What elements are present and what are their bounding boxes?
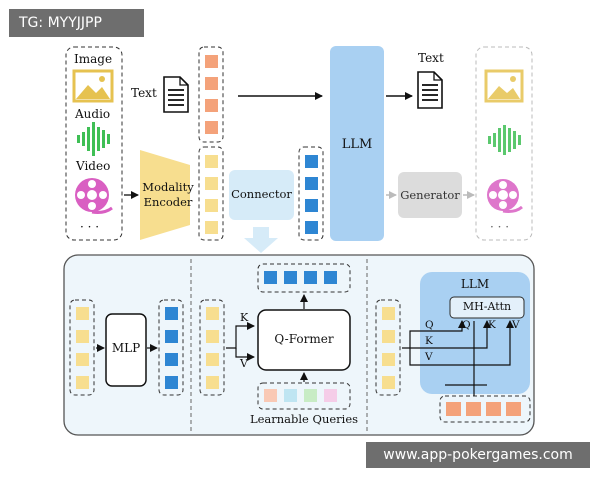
text-token-column [198, 46, 224, 143]
label-video: Video [76, 159, 111, 173]
llm-query-token-row [439, 395, 531, 423]
output-image-icon [484, 69, 524, 103]
label-qformer: Q-Former [274, 332, 334, 346]
query-token-3 [304, 389, 317, 402]
arrow-k [226, 322, 255, 349]
mh-attn-box [449, 296, 525, 319]
qformer-input-column [199, 299, 225, 396]
encoded-token-column [198, 146, 224, 241]
expand-down-arrow [244, 227, 278, 253]
text-tokens [205, 55, 218, 134]
mlp-input-column [69, 299, 95, 396]
label-more-outputs: · · · [490, 220, 510, 234]
query-token-4 [324, 389, 337, 402]
audio-waveform-icon [77, 122, 110, 156]
label-llm-inner: LLM [460, 277, 490, 291]
mlp-input-tokens [76, 307, 89, 389]
query-token-2 [284, 389, 297, 402]
connector-output-column [298, 146, 324, 241]
connector-output-tokens [305, 155, 318, 234]
label-v-left: V [425, 351, 433, 363]
connector-box [229, 170, 294, 220]
qformer-input-tokens [206, 307, 219, 389]
llm-block [330, 46, 384, 241]
output-text-doc-icon [417, 71, 443, 109]
label-k-attn: K [488, 319, 496, 331]
label-connector: Connector [231, 187, 292, 201]
video-reel-icon [75, 178, 113, 214]
qformer-output-row [257, 263, 351, 293]
arrow-v [235, 348, 255, 361]
label-audio: Audio [75, 107, 111, 121]
label-k-qformer: K [240, 311, 249, 324]
llm-input-tokens [382, 307, 395, 389]
output-audio-waveform-icon [488, 125, 521, 155]
watermark-top: TG: MYYJJPP [9, 9, 144, 37]
image-icon [72, 69, 114, 103]
label-text-output: Text [418, 51, 444, 65]
label-llm: LLM [341, 137, 373, 152]
mlp-output-column [158, 299, 184, 396]
modality-encoder [140, 150, 190, 240]
generator-box [398, 172, 462, 218]
label-more-inputs: · · · [80, 220, 100, 234]
mlp-box [105, 313, 147, 387]
learnable-queries-row [257, 382, 351, 410]
output-video-reel-icon [487, 179, 523, 213]
attention-wiring [402, 320, 514, 386]
query-token-1 [264, 389, 277, 402]
qformer-box [257, 309, 351, 371]
text-doc-icon [163, 76, 189, 113]
label-q-left: Q [425, 319, 434, 331]
qformer-output-tokens [264, 271, 337, 284]
mlp-output-tokens [165, 307, 178, 389]
label-k-left: K [425, 335, 433, 347]
label-text-input: Text [131, 86, 157, 100]
label-v-qformer: V [240, 357, 248, 370]
encoded-tokens [205, 155, 218, 234]
llm-query-tokens [446, 402, 521, 416]
llm-input-column [375, 299, 401, 396]
label-q-attn: Q [462, 319, 471, 331]
watermark-bottom: www.app-pokergames.com [366, 442, 590, 468]
label-modality: Modality [142, 180, 194, 194]
input-modalities-box [65, 46, 123, 241]
output-modalities-box [475, 46, 533, 241]
label-mh-attn: MH-Attn [462, 300, 512, 313]
label-encoder: Encoder [143, 195, 193, 209]
label-mlp: MLP [111, 341, 141, 355]
label-learnable-queries: Learnable Queries [249, 412, 359, 426]
label-image: Image [74, 52, 113, 66]
label-v-attn: V [512, 319, 520, 331]
label-generator: Generator [400, 188, 460, 202]
